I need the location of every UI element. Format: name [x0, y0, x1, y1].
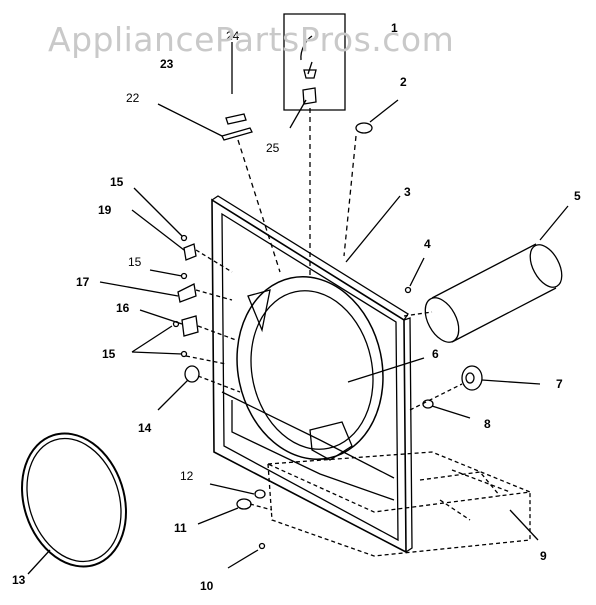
callout-23: 23 — [160, 57, 174, 71]
callout-15-middle: 15 — [128, 255, 142, 269]
callout-6: 6 — [432, 347, 439, 361]
base-frame — [267, 451, 533, 513]
leader-19 — [131, 209, 185, 251]
callout-11: 11 — [174, 521, 187, 535]
front-panel-inner-edge — [221, 212, 399, 542]
leader-16 — [139, 309, 183, 325]
leader-2 — [369, 99, 399, 123]
leader-15a — [133, 187, 183, 237]
callout-9: 9 — [540, 549, 547, 563]
callout-15-bottom: 15 — [102, 347, 116, 361]
pulley-hub — [465, 372, 475, 384]
drum-belt — [21, 432, 127, 568]
leader-25 — [289, 99, 307, 129]
base-detail — [419, 469, 511, 521]
callout-4: 4 — [424, 237, 431, 251]
pulley-wheel — [461, 365, 483, 391]
screw-15d — [180, 350, 188, 358]
dashed-leader-c — [343, 135, 357, 257]
leader-4 — [409, 257, 425, 287]
idler-14 — [184, 365, 200, 383]
lower-panel-recess — [231, 400, 395, 501]
switch-16 — [181, 315, 199, 337]
duct-cylinder-end-far — [529, 244, 563, 288]
button-part — [355, 122, 373, 134]
callout-22: 22 — [126, 91, 140, 105]
callout-16: 16 — [116, 301, 130, 315]
front-panel-top-flange — [211, 195, 409, 321]
opening-gusset-left — [247, 289, 271, 333]
callout-labels: 1 2 3 4 5 6 7 8 9 10 11 12 13 14 15 15 1… — [12, 21, 581, 593]
callout-13: 13 — [12, 573, 26, 587]
washer-12 — [254, 489, 266, 499]
leader-10 — [227, 549, 259, 569]
callout-8: 8 — [484, 417, 491, 431]
latch-plate — [221, 127, 253, 141]
callout-12: 12 — [180, 469, 194, 483]
duct-cylinder-end-near — [424, 297, 460, 343]
leader-7 — [481, 379, 541, 385]
drum-opening-outer — [236, 276, 384, 460]
callout-2: 2 — [400, 75, 407, 89]
leader-17 — [99, 281, 179, 297]
leader-22 — [157, 103, 223, 137]
leader-14 — [157, 379, 189, 411]
dashed-leader-a — [237, 139, 281, 273]
leader-15b — [149, 269, 183, 277]
lower-skirt — [221, 391, 395, 479]
bracket-17 — [177, 283, 197, 303]
callout-7: 7 — [556, 377, 563, 391]
wire-harness-box — [283, 13, 346, 111]
leader-5 — [539, 205, 569, 241]
clip-19 — [183, 243, 197, 261]
leader-8 — [431, 405, 471, 419]
base-frame-lower — [267, 463, 531, 557]
callout-24: 24 — [226, 29, 240, 43]
leader-15c-b — [131, 351, 183, 355]
drum-opening-inner — [250, 290, 374, 450]
callout-14: 14 — [138, 421, 152, 435]
screw-15a — [180, 234, 188, 242]
dashed-leaders-left — [185, 249, 241, 393]
callout-3: 3 — [404, 185, 411, 199]
leader-6 — [347, 357, 425, 383]
leader-15c-a — [131, 325, 173, 353]
screw-15b — [180, 272, 188, 280]
callout-5: 5 — [574, 189, 581, 203]
leader-3 — [345, 195, 401, 263]
opening-gusset-bottom — [309, 421, 353, 461]
latch-clip — [225, 113, 247, 125]
screw-10 — [258, 542, 266, 550]
callout-25: 25 — [266, 141, 280, 155]
dashed-leader-7 — [409, 383, 463, 411]
terminal-block — [302, 87, 317, 105]
callout-10: 10 — [200, 579, 214, 593]
callout-17: 17 — [76, 275, 90, 289]
leader-9 — [509, 509, 539, 541]
leader-13 — [27, 549, 51, 575]
front-panel-right-flange — [403, 317, 413, 553]
dashed-leader-11 — [249, 503, 273, 511]
callout-15-top: 15 — [110, 175, 124, 189]
drum-belt-inner — [26, 437, 122, 563]
callout-1: 1 — [391, 21, 398, 35]
duct-cylinder-body — [431, 243, 557, 343]
nut-11 — [236, 498, 252, 510]
leader-11 — [197, 507, 239, 525]
callout-19: 19 — [98, 203, 112, 217]
wire-harness — [300, 35, 317, 79]
washer-8 — [422, 399, 434, 409]
dashed-leader-5 — [403, 311, 433, 317]
screw-4 — [404, 286, 412, 294]
leader-12 — [209, 483, 255, 495]
